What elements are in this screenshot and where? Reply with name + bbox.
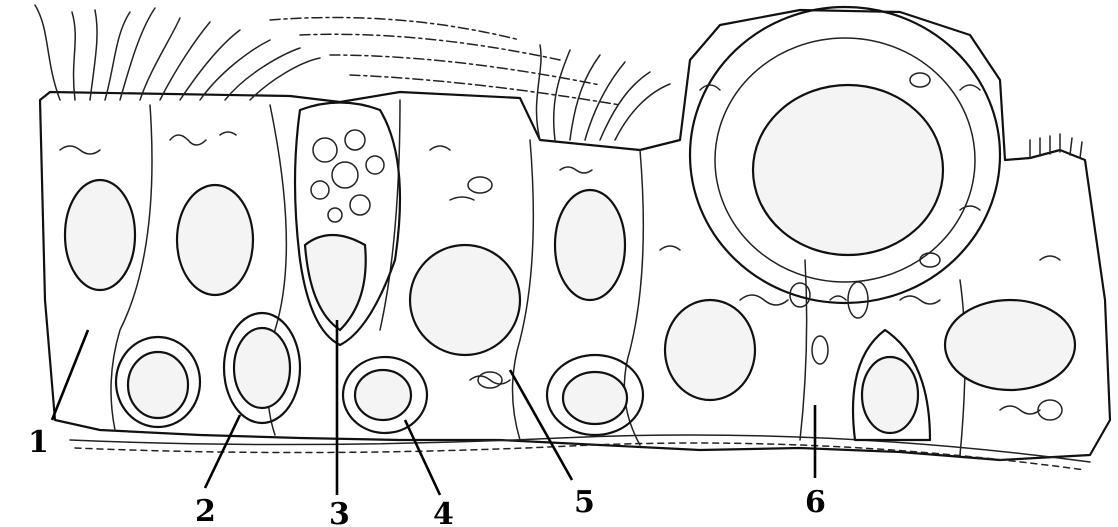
label-5: 5 [574,485,595,520]
label-3: 3 [329,497,350,527]
large-nucleus [753,85,943,255]
secretion-strands [270,18,620,106]
label-2: 2 [195,494,216,527]
basement-membrane-lower [75,443,1085,470]
label-4: 4 [433,497,454,527]
microvilli-right [1030,134,1082,158]
goblet-vesicles [311,130,384,222]
label-6: 6 [805,485,826,520]
label-1: 1 [28,425,49,460]
